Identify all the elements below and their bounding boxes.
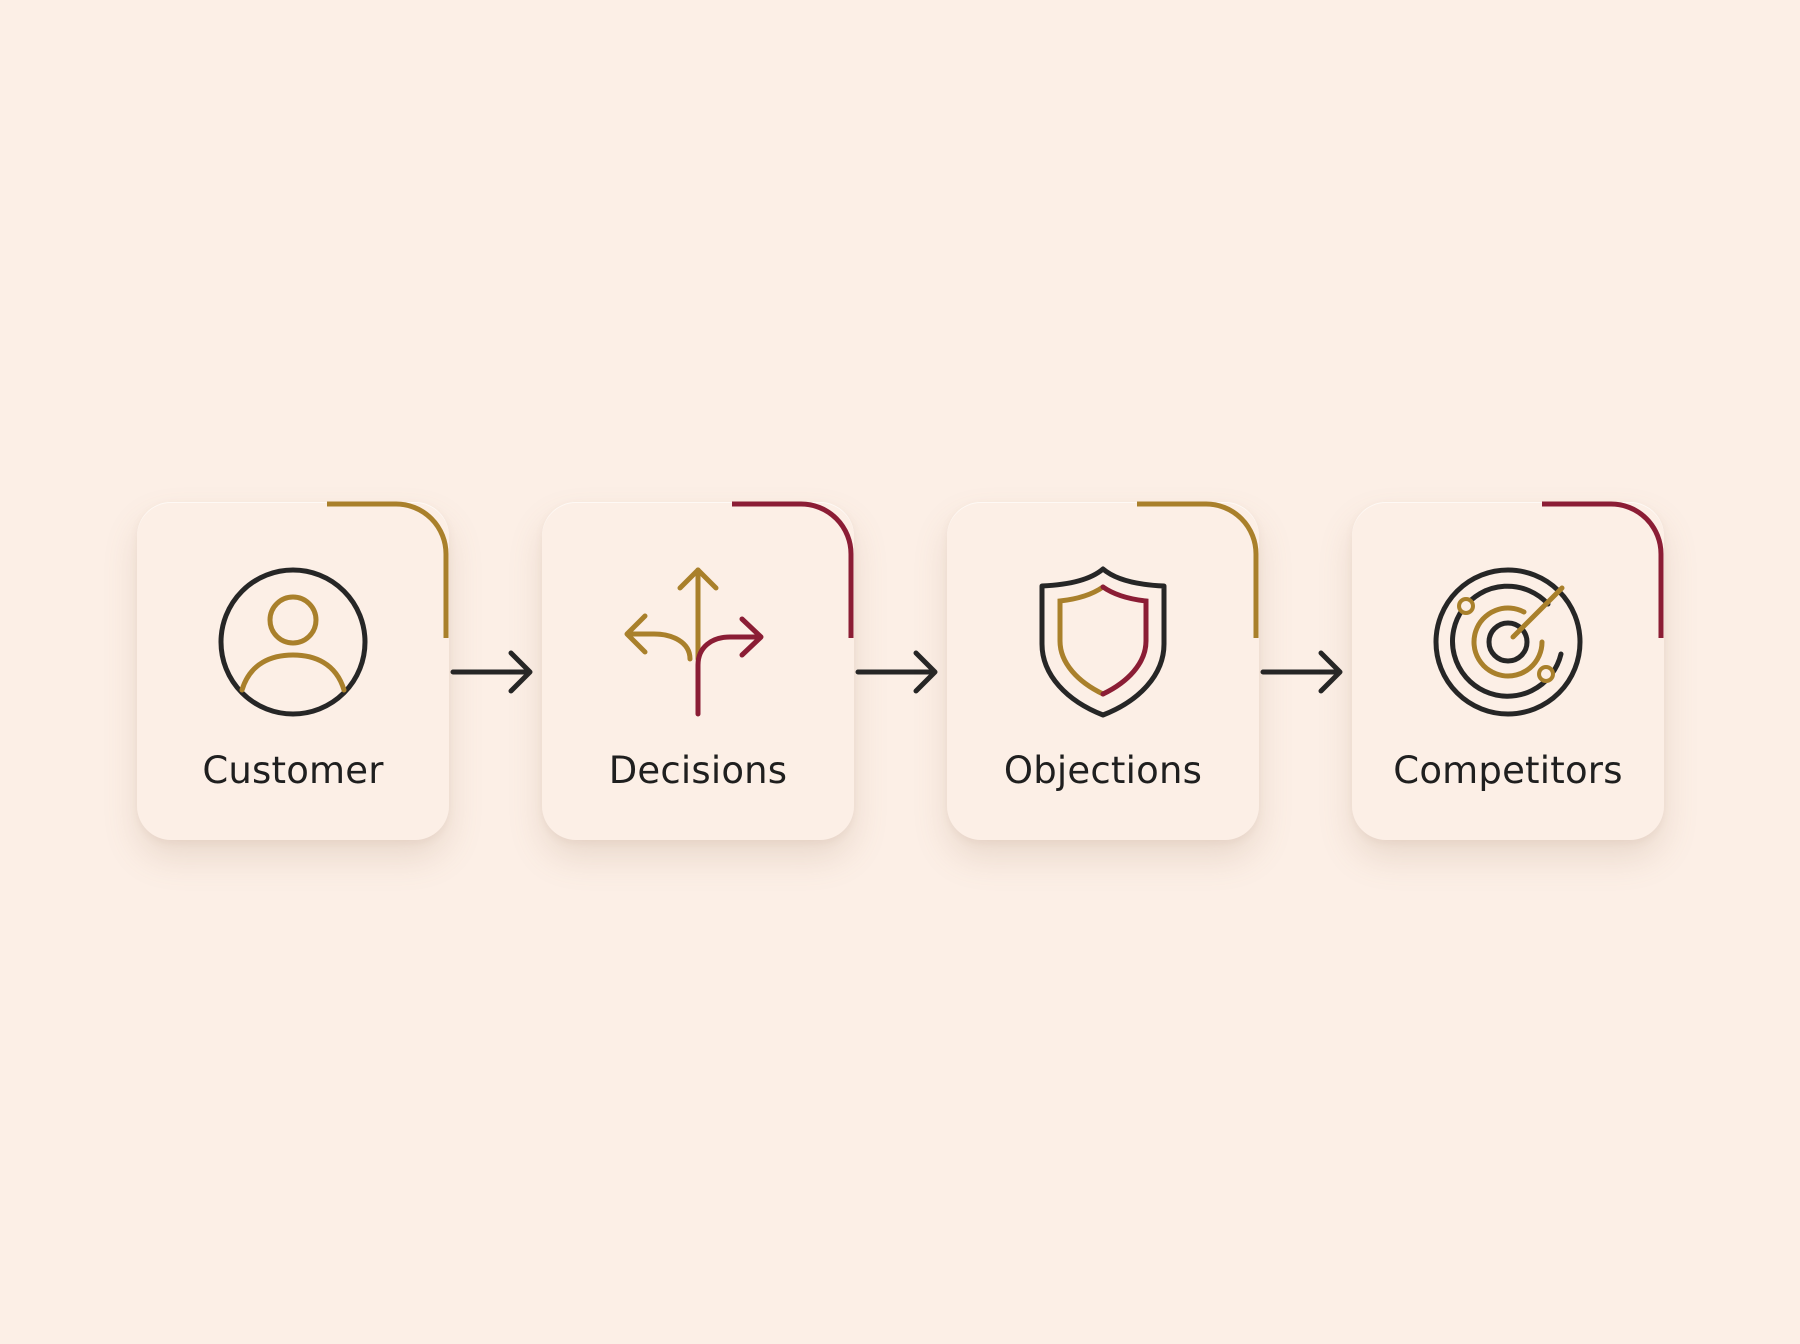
corner-accent	[732, 501, 854, 638]
user-icon	[218, 567, 368, 717]
step-card-competitors: Competitors	[1352, 501, 1664, 840]
step-label: Customer	[202, 749, 384, 792]
step-card-objections: Objections	[947, 501, 1259, 840]
corner-accent	[327, 501, 449, 638]
corner-accent	[1137, 501, 1259, 638]
step-label: Objections	[1003, 749, 1203, 792]
shield-icon	[1039, 566, 1167, 718]
step-label: Decisions	[608, 749, 788, 792]
radar-target-icon	[1433, 567, 1583, 717]
arrow-right-icon	[450, 650, 533, 694]
branching-arrows-icon	[624, 567, 764, 717]
corner-accent	[1542, 501, 1664, 638]
step-label: Competitors	[1393, 749, 1623, 792]
arrow-right-icon	[1260, 650, 1343, 694]
step-card-customer: Customer	[137, 501, 449, 840]
arrow-right-icon	[855, 650, 938, 694]
step-card-decisions: Decisions	[542, 501, 854, 840]
